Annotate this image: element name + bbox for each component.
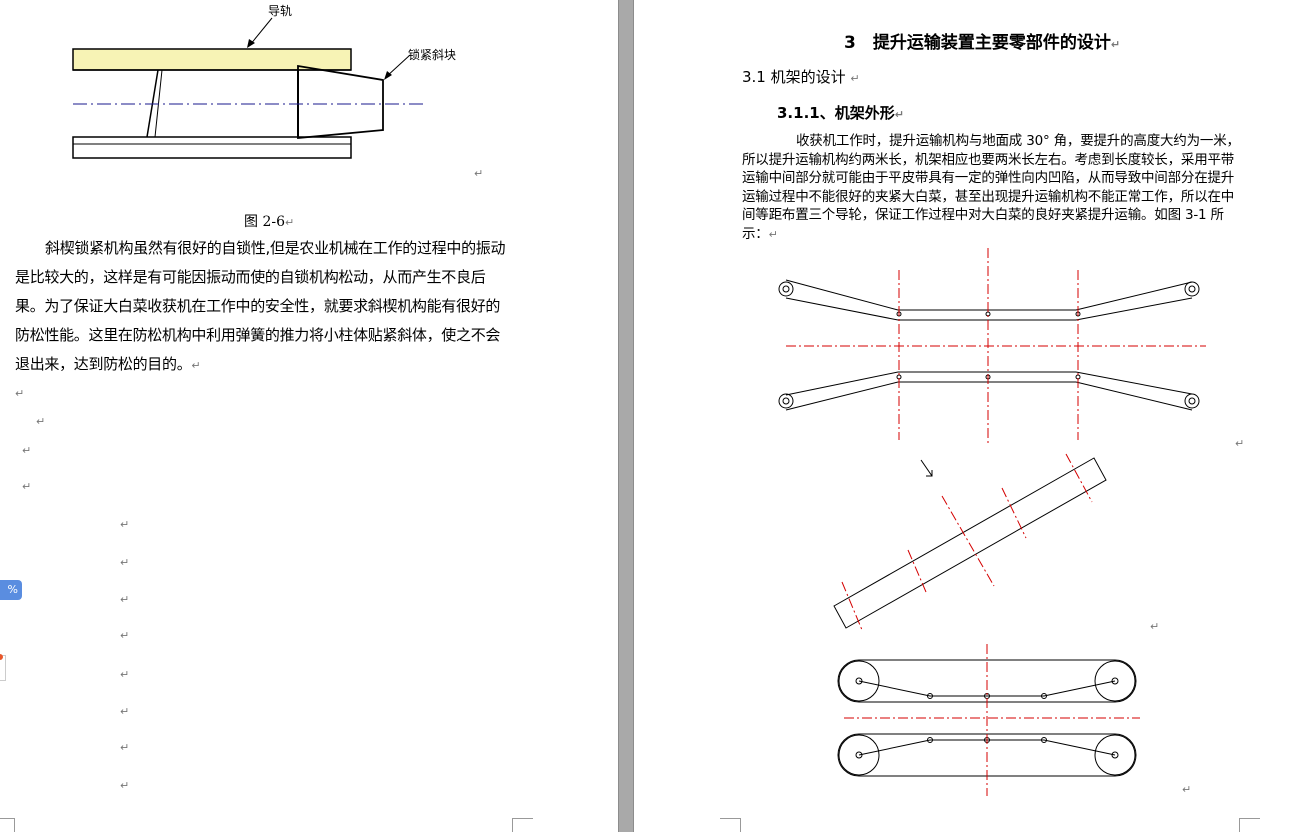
- heading-text: 3.1 机架的设计: [742, 68, 846, 86]
- crop-mark: [512, 818, 533, 832]
- paragraph-mark: ↵: [22, 444, 32, 457]
- paragraph-mark: ↵: [120, 779, 130, 792]
- frame-inclined-view: [833, 457, 1107, 629]
- paragraph-mark: ↵: [768, 227, 778, 241]
- wedge-lock-figure: 导轨 锁紧斜块: [72, 4, 456, 159]
- wedge-block-shape: [297, 64, 384, 139]
- crop-mark: [0, 818, 15, 832]
- zoom-badge[interactable]: %: [0, 580, 22, 600]
- frame-figure: [778, 248, 1206, 796]
- paragraph-mark: ↵: [1110, 38, 1121, 51]
- paragraph-mark: ↵: [285, 216, 295, 229]
- paragraph-mark: ↵: [120, 668, 130, 681]
- paragraph-mark: ↵: [1150, 620, 1160, 633]
- lower-rail-shape: [72, 136, 352, 159]
- paragraph-mark: ↵: [120, 556, 130, 569]
- paragraph-mark: ↵: [120, 741, 130, 754]
- paragraph-mark: ↵: [1182, 783, 1192, 796]
- paragraph-mark: ↵: [120, 629, 130, 642]
- crop-mark: [1239, 818, 1260, 832]
- left-page: 导轨 锁紧斜块 ↵ 图 2-6↵ 斜楔锁紧机构虽然有很好的自锁性,但是农业机械在…: [0, 0, 618, 832]
- paragraph-text: 斜楔锁紧机构虽然有很好的自锁性,但是农业机械在工作的过程中的振动是比较大的，这样…: [15, 239, 506, 373]
- figure-caption: 图 2-6↵: [244, 211, 294, 231]
- paragraph-mark: ↵: [191, 359, 201, 372]
- paragraph-mark: ↵: [1235, 437, 1245, 450]
- paragraph-mark: ↵: [120, 705, 130, 718]
- subsection-heading: 3.1.1、机架外形↵: [777, 102, 904, 123]
- paragraph-mark: ↵: [474, 167, 484, 180]
- paragraph-mark: ↵: [22, 480, 32, 493]
- side-notification-icon[interactable]: [0, 654, 6, 681]
- paragraph-mark: ↵: [15, 387, 25, 400]
- caption-text: 图 2-6: [244, 214, 285, 230]
- paragraph-mark: ↵: [120, 518, 130, 531]
- label-guide-rail: 导轨: [268, 4, 292, 18]
- paragraph-mark: ↵: [36, 415, 46, 428]
- paragraph-mark: ↵: [894, 108, 904, 121]
- paragraph-mark: ↵: [120, 593, 130, 606]
- paragraph-text: 收获机工作时，提升运输机构与地面成 30° 角，要提升的高度大约为一米，所以提升…: [742, 133, 1240, 242]
- frame-top-view: [778, 279, 1200, 411]
- page-gutter: [618, 0, 634, 832]
- chapter-heading: 3 提升运输装置主要零部件的设计↵: [844, 28, 1120, 53]
- crop-mark: [720, 818, 741, 832]
- body-paragraph: 斜楔锁紧机构虽然有很好的自锁性,但是农业机械在工作的过程中的振动是比较大的，这样…: [15, 234, 513, 379]
- right-page: 3 提升运输装置主要零部件的设计↵ 3.1 机架的设计 ↵ 3.1.1、机架外形…: [634, 0, 1314, 832]
- section-heading: 3.1 机架的设计 ↵: [742, 66, 860, 87]
- heading-text: 3 提升运输装置主要零部件的设计: [844, 33, 1111, 53]
- paragraph-mark: ↵: [850, 72, 860, 85]
- body-paragraph: 收获机工作时，提升运输机构与地面成 30° 角，要提升的高度大约为一米，所以提升…: [742, 132, 1240, 243]
- guide-rail-shape: [72, 48, 352, 71]
- heading-text: 3.1.1、机架外形: [777, 104, 895, 122]
- label-lock-wedge: 锁紧斜块: [408, 47, 456, 62]
